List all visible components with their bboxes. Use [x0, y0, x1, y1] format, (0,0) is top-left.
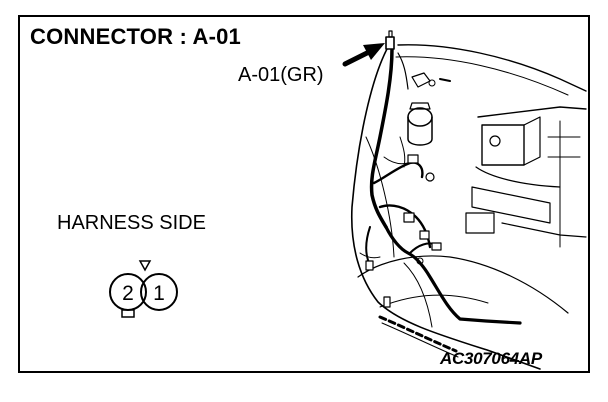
figure-code: AC307064AP	[440, 349, 542, 368]
connector-title: CONNECTOR : A-01	[30, 24, 241, 49]
diagram-frame: CONNECTOR : A-01 A-01(GR) HARNESS SIDE A…	[18, 15, 590, 373]
engine-compartment-illustration	[350, 30, 587, 370]
connector-callout-label: A-01(GR)	[238, 64, 324, 86]
connector-pin-1: 1	[153, 282, 165, 305]
arrow-icon	[342, 43, 385, 67]
connector-icon: 2 1	[109, 260, 178, 318]
diagram-artwork: 2 1	[109, 30, 587, 370]
connector-pin-2: 2	[122, 282, 134, 305]
harness-side-label: HARNESS SIDE	[57, 212, 206, 234]
